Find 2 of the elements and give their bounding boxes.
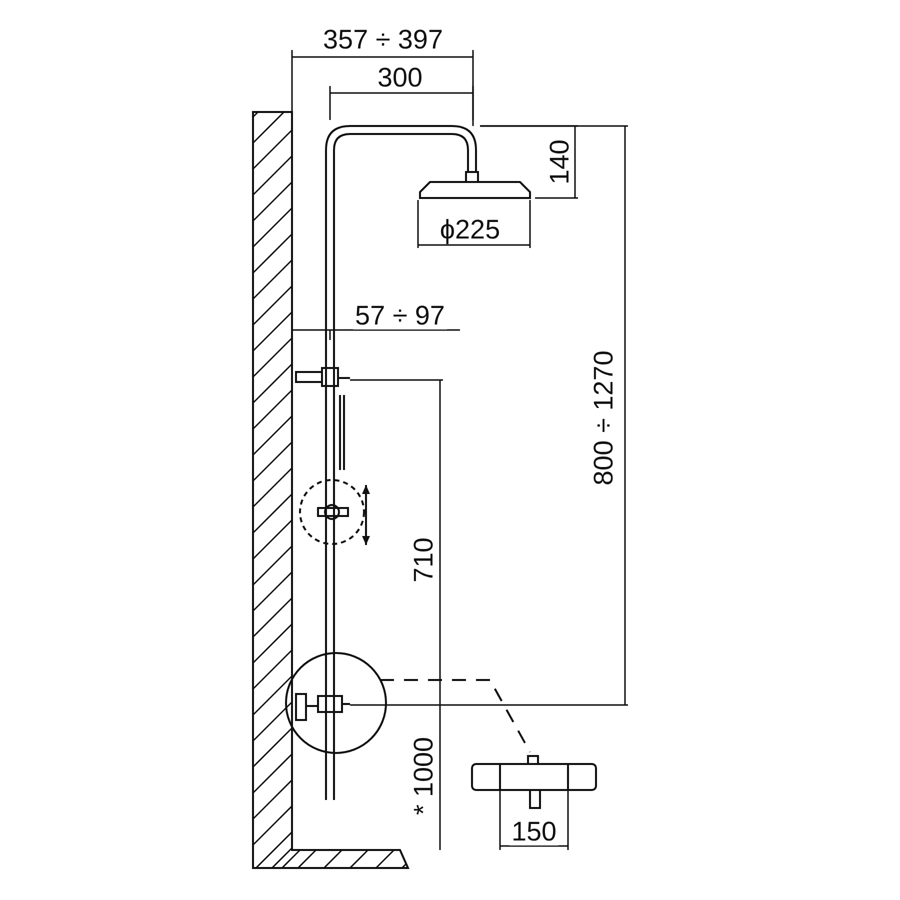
dimension-label: 57 ÷ 97 (353, 302, 447, 330)
dimension-label: 150 (509, 818, 559, 846)
